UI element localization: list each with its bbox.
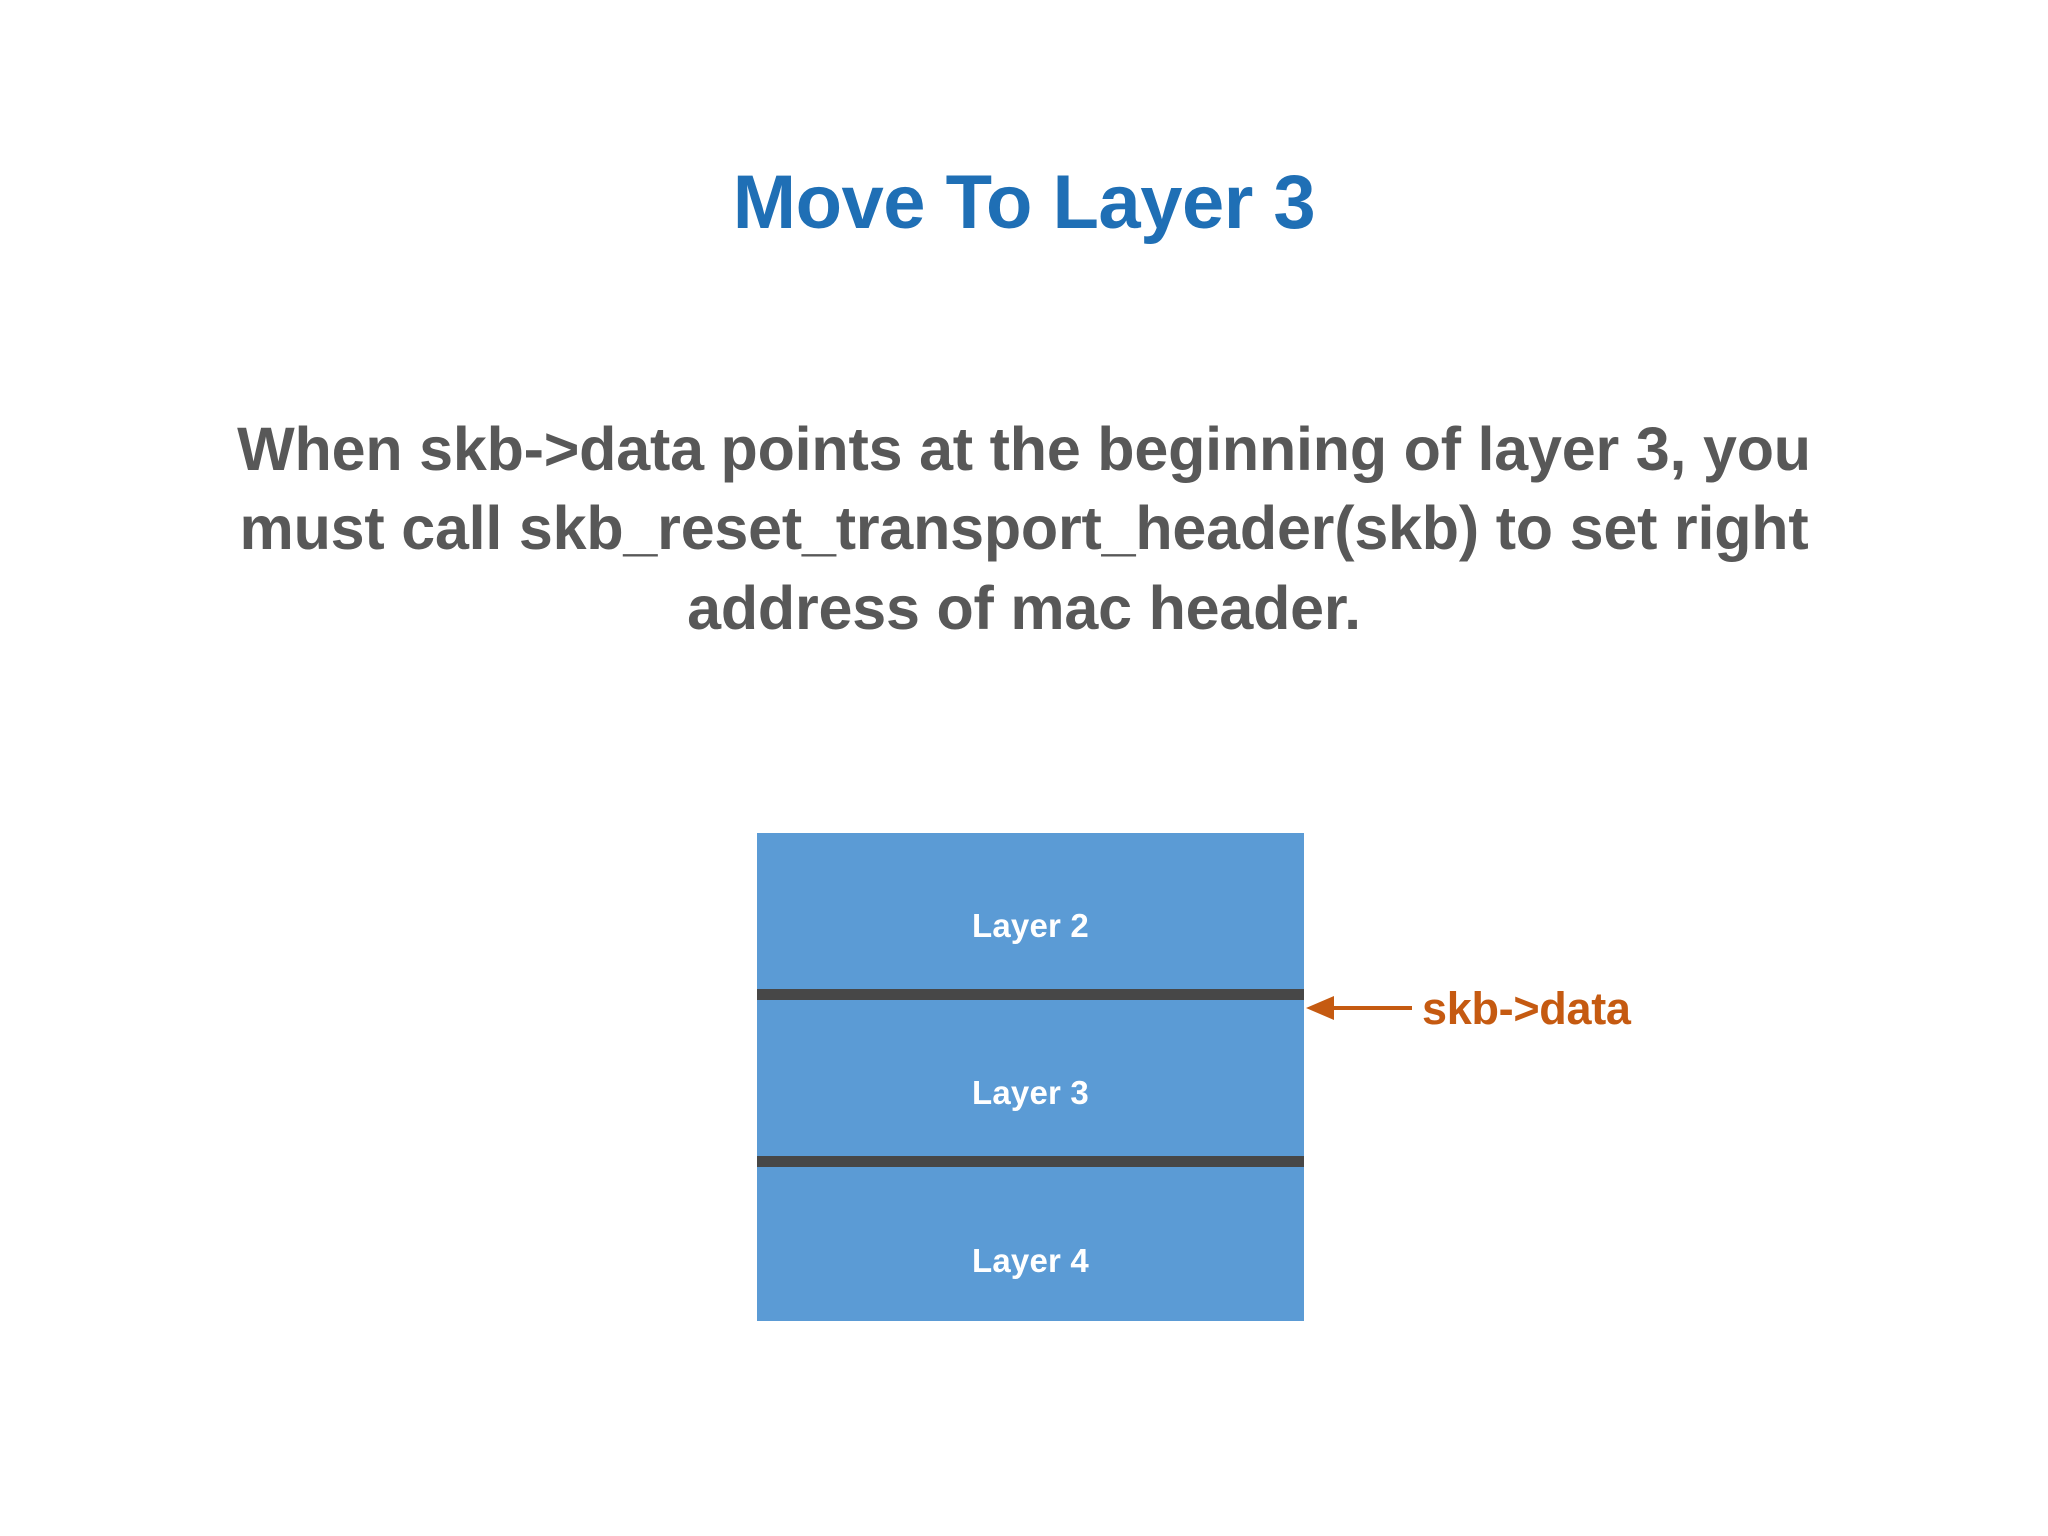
skb-data-label: skb->data: [1422, 983, 1631, 1034]
layer-2-box: [757, 833, 1304, 989]
layer-stack-diagram: Layer 2 Layer 3 Layer 4: [757, 833, 1304, 1321]
layer-4-label: Layer 4: [972, 1242, 1089, 1279]
layer-3-label: Layer 3: [972, 1074, 1089, 1111]
layer-3-box: [757, 1000, 1304, 1156]
body-paragraph: When skb->data points at the beginning o…: [237, 415, 1811, 642]
page-title: Move To Layer 3: [732, 160, 1316, 245]
skb-data-annotation: skb->data: [1304, 983, 1724, 1041]
layer-4-box: [757, 1167, 1304, 1321]
divider-layer3-layer4: [757, 1156, 1304, 1167]
left-arrow-icon: [1306, 996, 1412, 1020]
divider-layer2-layer3: [757, 989, 1304, 1000]
layer-2-label: Layer 2: [972, 907, 1089, 944]
